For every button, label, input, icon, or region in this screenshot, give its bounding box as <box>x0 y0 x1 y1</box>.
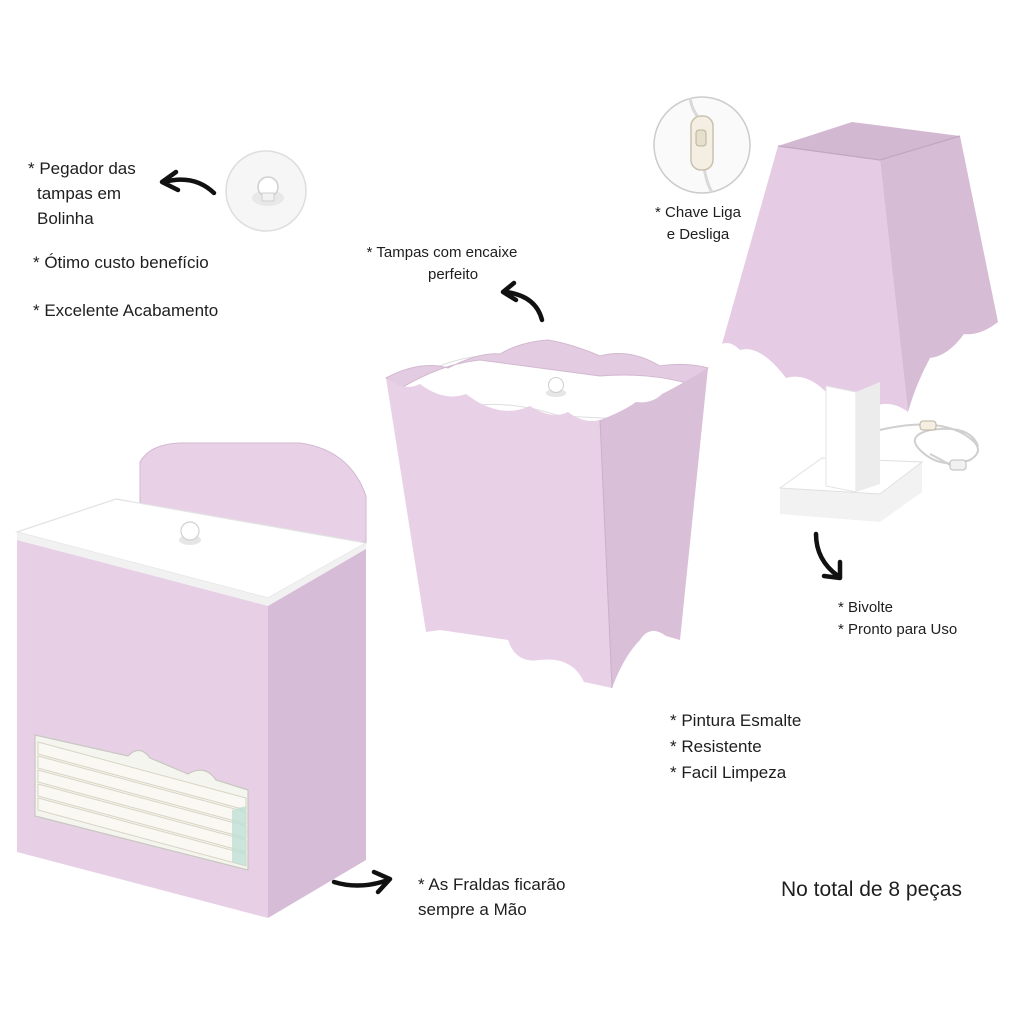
curved-arrow-icon <box>159 169 843 895</box>
arrow-diapers <box>331 877 391 888</box>
callout-switch-line-1: * Chave Liga <box>655 204 741 221</box>
callout-lids-line-1: * Tampas com encaixe <box>366 244 518 261</box>
diaper-holder-side <box>268 548 366 918</box>
arrow-knob <box>161 177 217 196</box>
scalloped-bin <box>385 339 710 689</box>
knob-detail-icon <box>225 150 307 232</box>
callout-features-line-3: * Facil Limpeza <box>670 763 787 782</box>
callout-knob: * Pegador das tampas em Bolinha <box>28 156 136 231</box>
diaper-stack <box>37 741 247 867</box>
lamp-shade-side <box>880 136 998 412</box>
callout-features: * Pintura Esmalte * Resistente * Facil L… <box>670 708 801 786</box>
callout-finish: * Excelente Acabamento <box>33 301 219 320</box>
callout-diapers: * As Fraldas ficarão sempre a Mão <box>418 872 565 922</box>
callout-lids: * Tampas com encaixe perfeito <box>362 242 522 286</box>
table-lamp <box>722 122 998 522</box>
callout-voltage-line-2: * Pronto para Uso <box>838 621 958 638</box>
arrow-voltage <box>813 531 841 579</box>
bin-front <box>386 378 612 688</box>
callout-knob-line-2: tampas em <box>37 184 122 203</box>
lamp-shade-front <box>722 146 908 412</box>
bin-side <box>600 368 708 688</box>
lid-knob-icon <box>179 521 201 545</box>
callout-diapers-line-2: sempre a Mão <box>418 900 527 919</box>
callout-cost: * Ótimo custo benefício <box>33 253 209 272</box>
callout-features-line-2: * Resistente <box>670 737 762 756</box>
bin-lid-knob-icon <box>546 376 566 397</box>
callout-diapers-line-1: * As Fraldas ficarão <box>418 875 566 894</box>
arrow-lids <box>503 289 545 323</box>
callout-lids-line-2: perfeito <box>428 266 479 283</box>
diaper-holder <box>14 442 368 918</box>
callout-knob-line-1: * Pegador das <box>28 159 136 178</box>
total-pieces-label: No total de 8 peças <box>781 878 962 901</box>
callout-switch-line-2: e Desliga <box>666 226 730 243</box>
callout-switch: * Chave Liga e Desliga <box>650 202 746 246</box>
callout-voltage-line-1: * Bivolte <box>838 599 894 616</box>
callout-voltage: * Bivolte * Pronto para Uso <box>838 597 957 641</box>
switch-detail-icon <box>653 96 751 194</box>
lamp-stem <box>825 385 857 493</box>
callout-knob-line-3: Bolinha <box>37 209 94 228</box>
callout-features-line-1: * Pintura Esmalte <box>670 711 802 730</box>
